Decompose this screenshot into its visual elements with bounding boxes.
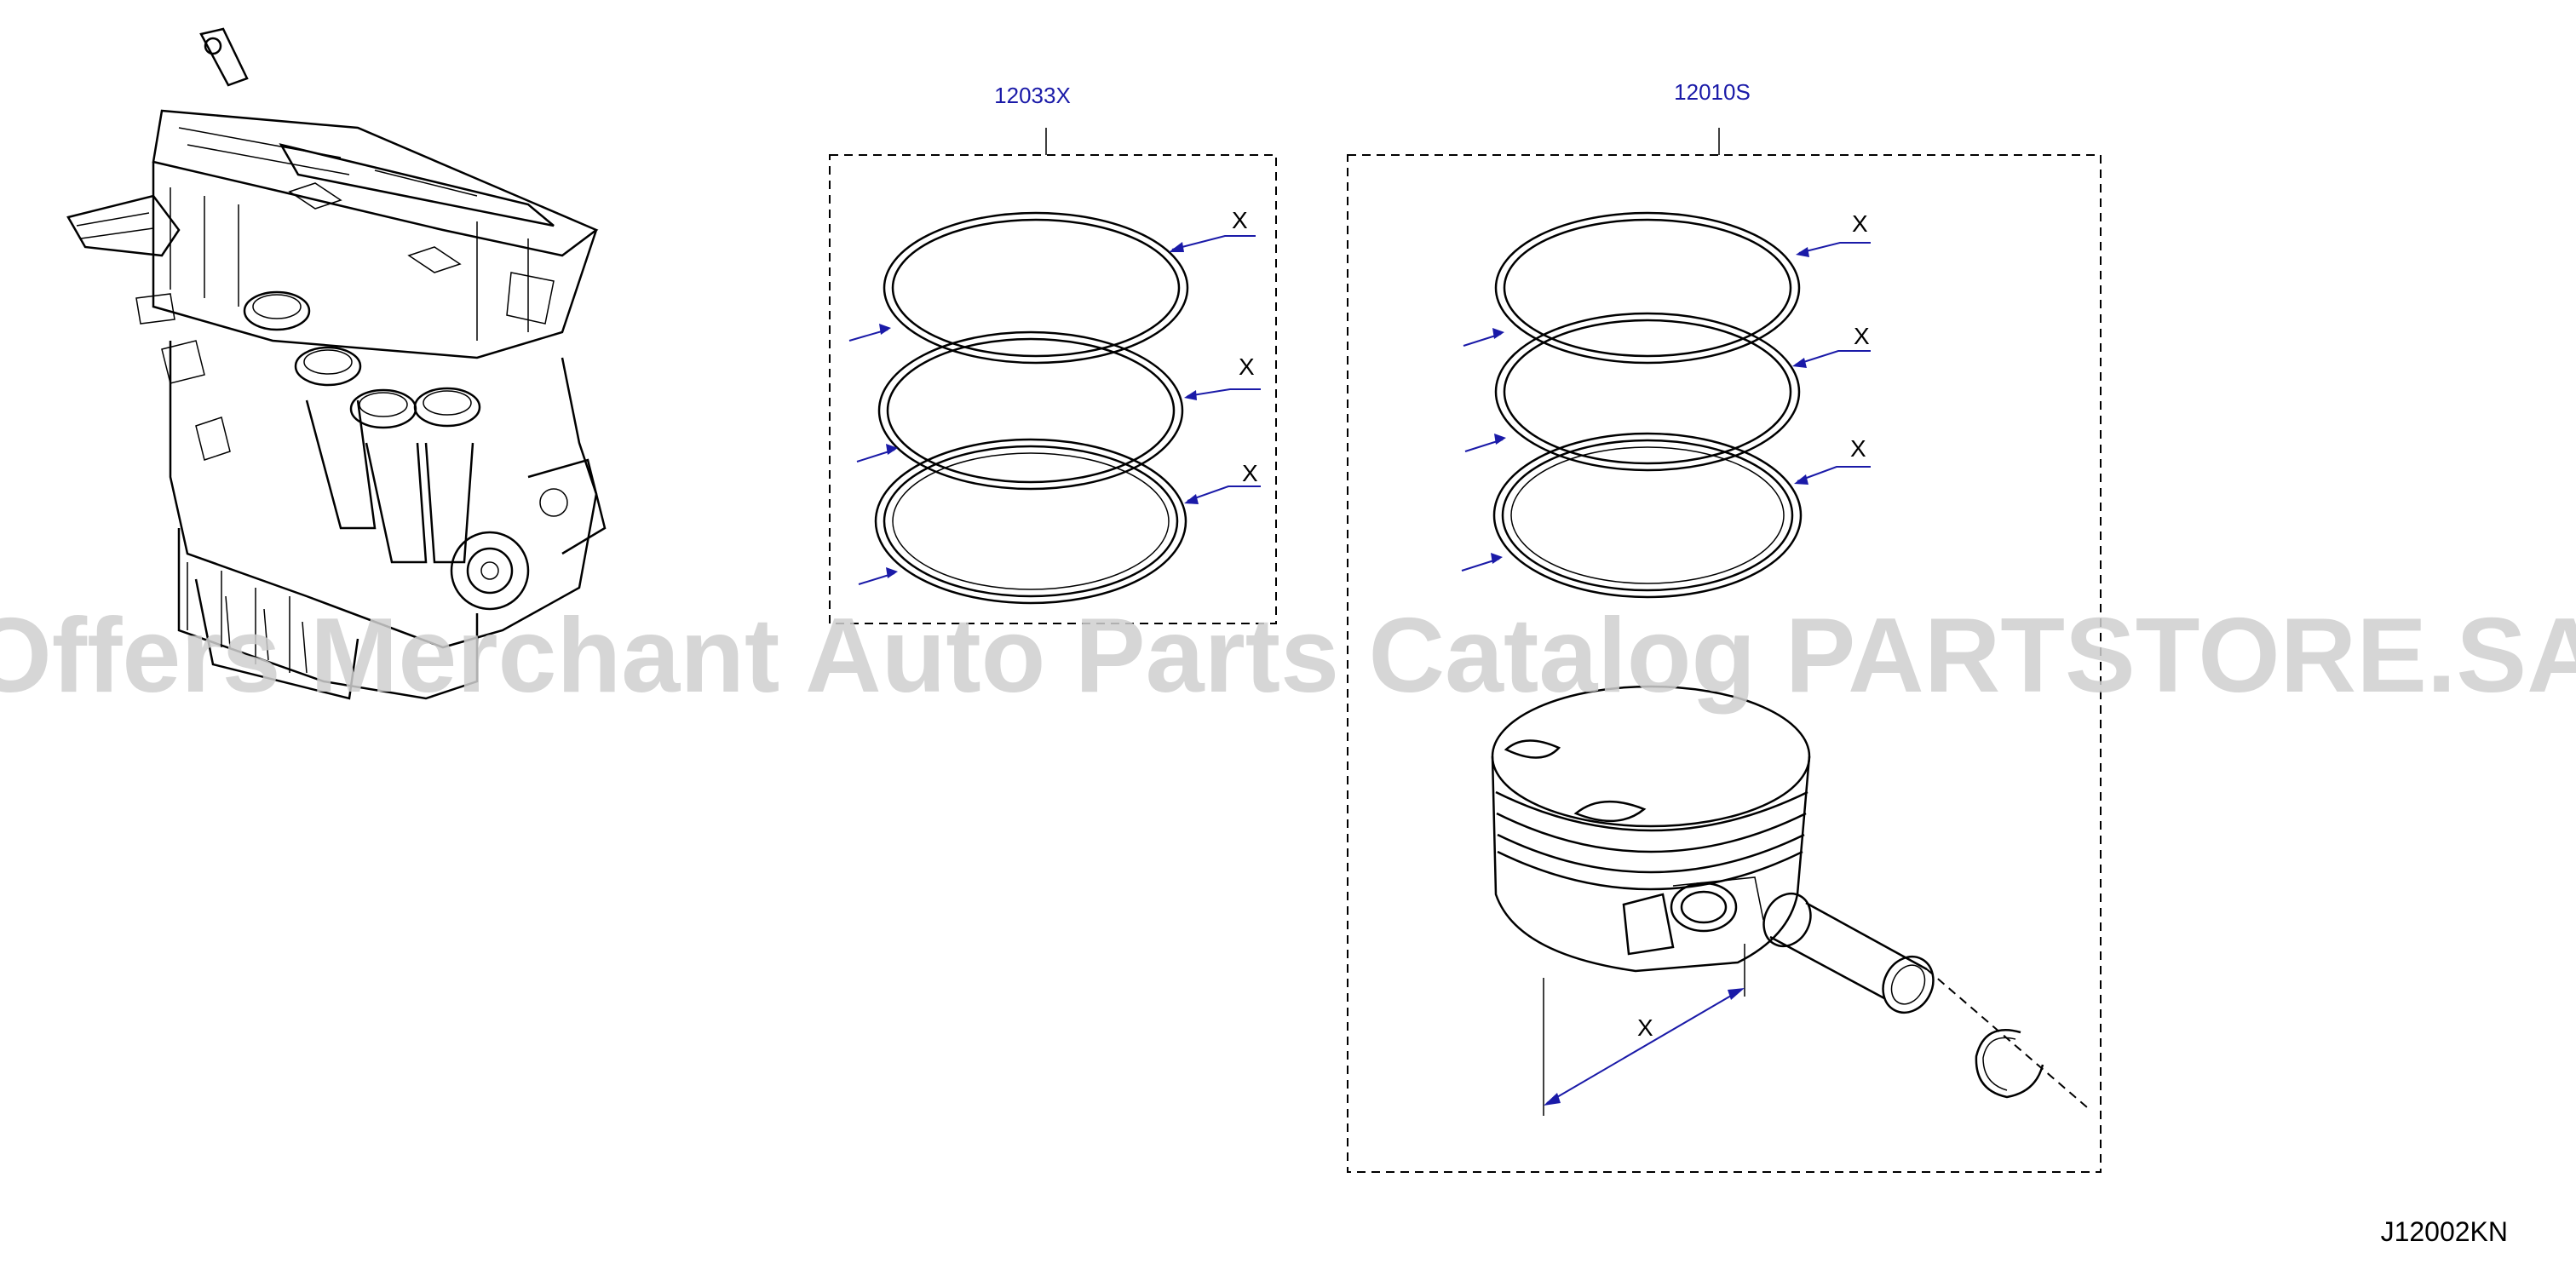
- piston-bottom-ring-callout: X: [1850, 435, 1866, 462]
- piston-pin: [1762, 892, 1935, 1014]
- watermark: Offers Merchant Auto Parts Catalog PARTS…: [0, 597, 2576, 715]
- ring-set-bottom-callout: X: [1242, 460, 1258, 486]
- piston-middle-ring: [1494, 312, 1801, 472]
- diagram-code: J12002KN: [2381, 1216, 2508, 1247]
- ring-set-part-number[interactable]: 12033X: [994, 83, 1071, 108]
- piston-middle-ring-callout: X: [1854, 323, 1870, 349]
- ring-set-top-callout: X: [1232, 207, 1248, 233]
- ring-set-bottom-ring: [874, 438, 1187, 605]
- piston: [1491, 685, 1811, 973]
- piston-assembly-boundary: [1347, 154, 2102, 1173]
- piston-top-ring-callout: X: [1852, 210, 1868, 237]
- ring-set-middle-ring: [877, 330, 1184, 491]
- engine-illustration: [66, 27, 607, 700]
- piston-bottom-ring: [1492, 432, 1803, 599]
- piston-dimension-callout: X: [1637, 1014, 1653, 1041]
- piston-assembly-part-number[interactable]: 12010S: [1674, 79, 1751, 105]
- snap-ring: [1975, 1028, 2044, 1099]
- ring-set-middle-callout: X: [1239, 353, 1255, 380]
- ring-set-top-ring: [883, 211, 1189, 365]
- ring-set-group: 12033X X X X: [829, 83, 1277, 624]
- piston-assembly-group: 12010S X X X: [1347, 79, 2102, 1173]
- piston-top-ring: [1494, 211, 1801, 365]
- ring-set-boundary: [829, 154, 1277, 624]
